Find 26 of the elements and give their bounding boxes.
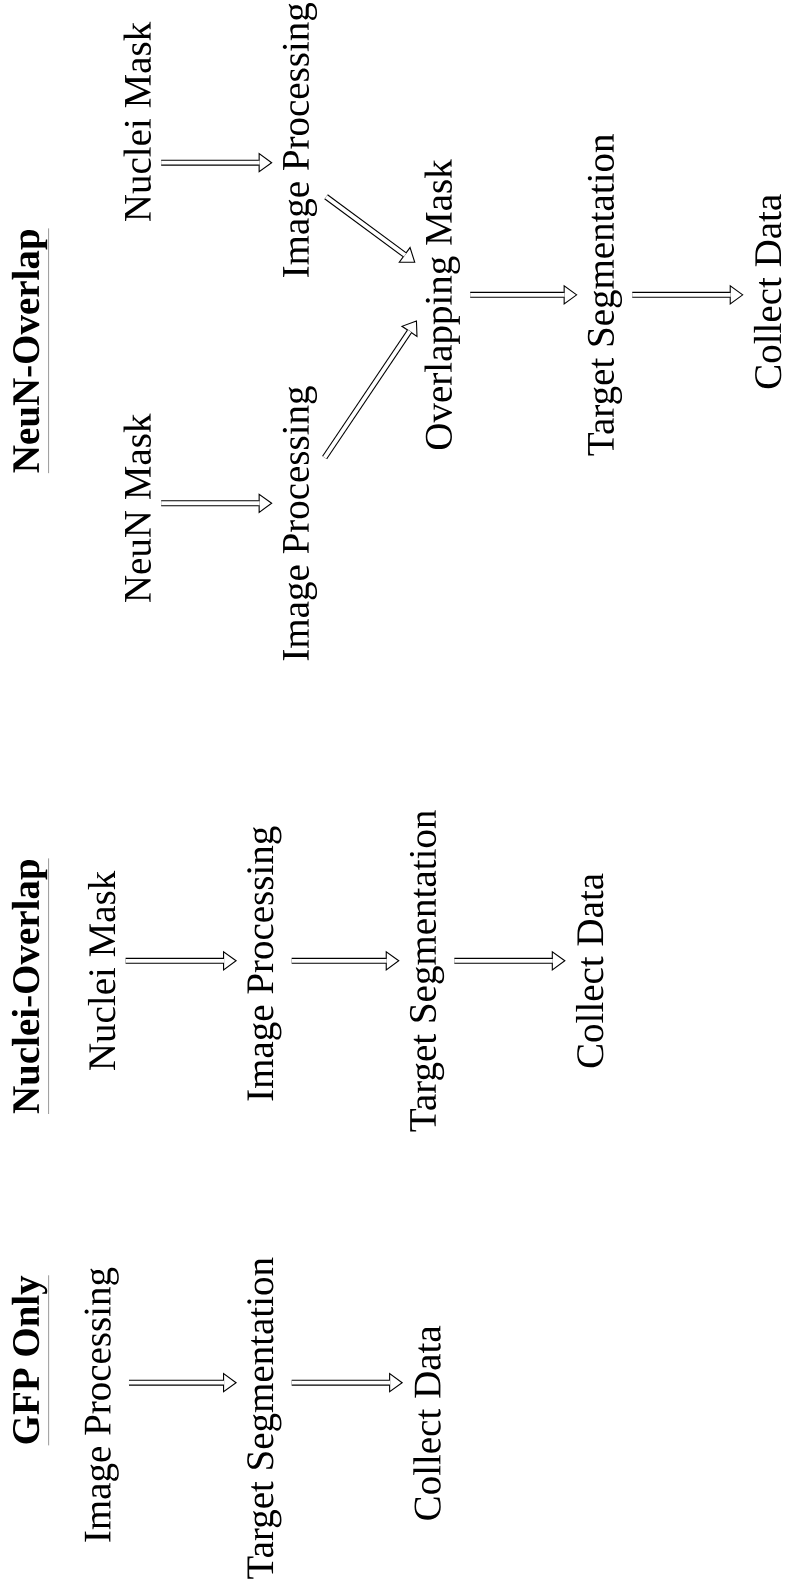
double-arrow [322, 320, 418, 460]
process-label: Target Segmentation [409, 810, 445, 1132]
process-label: Collect Data [753, 194, 782, 389]
process-label: Collect Data [575, 873, 604, 1068]
process-label: Image Processing [282, 2, 318, 277]
process-label: Image Processing [247, 826, 282, 1101]
double-arrow [291, 950, 400, 971]
double-arrow [324, 194, 416, 263]
process-label: Target Segmentation [587, 134, 623, 456]
process-label: NeuN Mask [123, 413, 151, 602]
column-heading: NeuN-Overlap [11, 228, 49, 474]
column-heading: GFP Only [11, 1275, 49, 1446]
process-label: Overlapping Mask [424, 159, 460, 450]
process-label: Target Segmentation [247, 1257, 282, 1579]
double-arrow [125, 950, 237, 971]
double-arrow [454, 950, 566, 971]
process-label: Image Processing [282, 386, 318, 661]
process-label: Image Processing [84, 1267, 119, 1542]
process-label: Nuclei Mask [123, 21, 151, 222]
double-arrow [161, 152, 273, 173]
double-arrow [632, 284, 744, 305]
process-label: Collect Data [413, 1325, 441, 1520]
double-arrow [470, 284, 578, 305]
process-label: Nuclei Mask [87, 870, 116, 1070]
double-arrow [129, 1372, 237, 1393]
column-heading: Nuclei-Overlap [11, 858, 49, 1115]
